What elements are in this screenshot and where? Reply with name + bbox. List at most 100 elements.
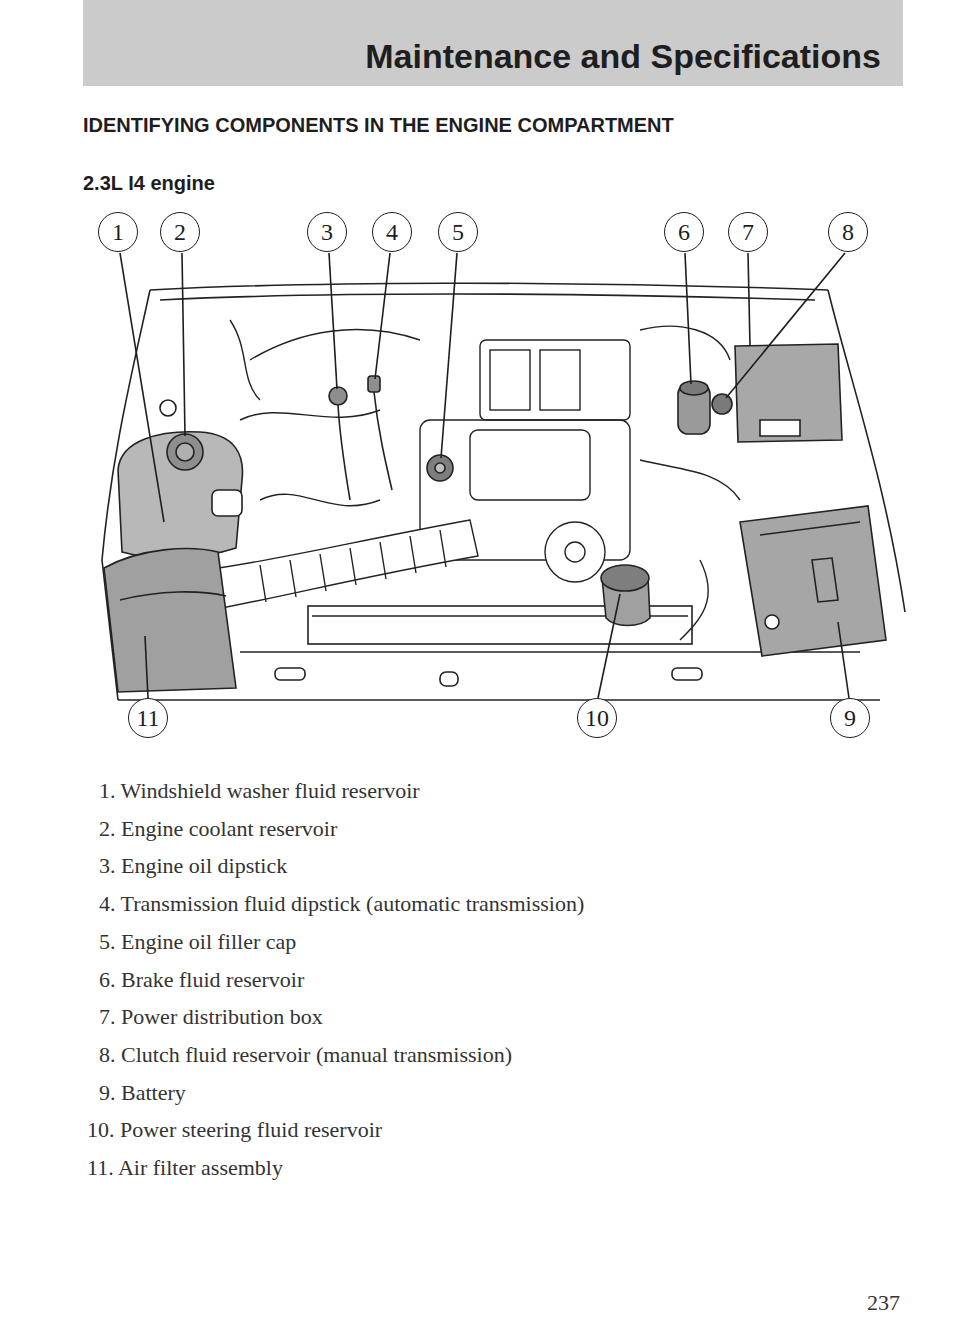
leader-lines-part: [182, 253, 185, 436]
leader-lines-part: [598, 594, 620, 698]
brake-reservoir: [678, 381, 710, 434]
oil-filler-cap: [427, 455, 453, 481]
engine-part: [540, 350, 580, 410]
callout-number: 8: [828, 212, 868, 252]
engine-bay-outline-part: [118, 699, 880, 701]
leader-lines-part: [441, 253, 457, 458]
chapter-header: Maintenance and Specifications: [365, 37, 881, 76]
callout-text: 5: [452, 220, 464, 244]
intake-tube-part: [205, 520, 478, 610]
dipsticks-part: [338, 392, 392, 500]
engine-part: [680, 560, 708, 640]
washer-reservoir: [118, 432, 243, 558]
engine-bay-outline: [102, 283, 905, 700]
washer-reservoir-part: [118, 432, 243, 558]
coolant-cap: [160, 400, 203, 470]
callout-number: 9: [830, 698, 870, 738]
legend-item: 10. Power steering fluid reservoir: [87, 1117, 382, 1143]
washer-reservoir-part: [212, 490, 242, 516]
dipsticks: [329, 376, 392, 500]
clutch-reservoir: [712, 394, 732, 414]
leader-lines-part: [329, 253, 337, 389]
leader-lines-part: [375, 253, 390, 379]
callout-text: 4: [386, 220, 398, 244]
engine: [230, 320, 740, 640]
callout-text: 11: [136, 706, 159, 730]
section-title: IDENTIFYING COMPONENTS IN THE ENGINE COM…: [83, 114, 674, 137]
callout-number: 3: [307, 212, 347, 252]
chapter-header-band: Maintenance and Specifications: [83, 0, 903, 86]
oil-filler-cap-part: [427, 455, 453, 481]
engine-part: [230, 320, 260, 400]
engine-part: [565, 542, 585, 562]
legend-item: 1. Windshield washer fluid reservoir: [99, 778, 420, 804]
legend-item: 2. Engine coolant reservoir: [99, 816, 337, 842]
callout-number: 11: [128, 698, 168, 738]
callout-text: 2: [174, 220, 186, 244]
dipsticks-part: [329, 387, 347, 405]
engine-bay-outline-part: [672, 668, 702, 680]
leader-lines-part: [838, 622, 849, 698]
legend-item: 4. Transmission fluid dipstick (automati…: [99, 891, 584, 917]
engine-part: [490, 350, 530, 410]
legend-item: 11. Air filter assembly: [87, 1155, 283, 1181]
engine-part: [260, 494, 380, 506]
intake-tube: [205, 520, 478, 610]
leader-lines-part: [145, 636, 148, 698]
legend-item: 9. Battery: [99, 1080, 186, 1106]
callout-number: 4: [372, 212, 412, 252]
callout-number: 5: [438, 212, 478, 252]
power-steering-reservoir: [601, 565, 650, 626]
legend-item: 7. Power distribution box: [99, 1004, 323, 1030]
leader-lines: [120, 253, 849, 698]
power-distribution-box: [735, 344, 842, 442]
callout-text: 9: [844, 706, 856, 730]
engine-part: [480, 340, 630, 420]
leader-lines-part: [120, 253, 164, 522]
power-distribution-box-part: [760, 420, 800, 436]
coolant-cap-part: [160, 400, 176, 416]
engine-part: [640, 460, 740, 500]
air-filter-part: [120, 592, 226, 600]
battery-part: [760, 522, 860, 602]
callout-number: 10: [577, 698, 617, 738]
callout-text: 7: [742, 220, 754, 244]
battery: [740, 506, 886, 656]
callout-text: 10: [585, 706, 609, 730]
leader-lines-part: [748, 253, 750, 346]
intake-tube-part: [260, 530, 446, 602]
clutch-reservoir-part: [712, 394, 732, 414]
callout-text: 6: [678, 220, 690, 244]
air-filter: [104, 549, 236, 692]
battery-part: [765, 615, 779, 629]
callout-text: 3: [321, 220, 333, 244]
power-steering-reservoir-part: [601, 565, 649, 591]
engine-part: [640, 326, 730, 360]
dipsticks-part: [368, 376, 380, 392]
page-number: 237: [867, 1290, 900, 1316]
oil-filler-cap-part: [435, 463, 445, 473]
brake-reservoir-part: [680, 381, 708, 395]
coolant-cap-part: [167, 434, 203, 470]
air-filter-part: [104, 549, 236, 692]
leader-lines-part: [726, 253, 845, 398]
callout-number: 1: [98, 212, 138, 252]
coolant-cap-part: [176, 443, 194, 461]
legend-item: 8. Clutch fluid reservoir (manual transm…: [99, 1042, 512, 1068]
callout-number: 7: [728, 212, 768, 252]
legend-item: 5. Engine oil filler cap: [99, 929, 296, 955]
callout-text: 8: [842, 220, 854, 244]
callout-text: 1: [112, 220, 124, 244]
engine-bay-outline-part: [275, 668, 305, 680]
engine-bay-outline-part: [150, 283, 828, 290]
callout-number: 2: [160, 212, 200, 252]
engine-part: [470, 430, 590, 500]
power-distribution-box-part: [735, 344, 842, 442]
engine-bay-outline-part: [160, 294, 815, 300]
callout-number: 6: [664, 212, 704, 252]
engine-bay-outline-part: [440, 672, 458, 686]
legend-item: 6. Brake fluid reservoir: [99, 967, 304, 993]
battery-part: [740, 506, 886, 656]
engine-part: [240, 410, 380, 420]
